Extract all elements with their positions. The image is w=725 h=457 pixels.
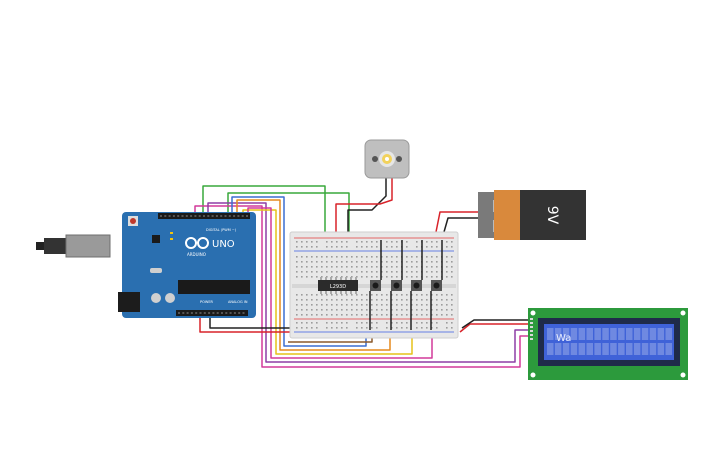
driver-chip-label: L293D <box>330 284 346 290</box>
capacitor <box>151 293 161 303</box>
wire-magenta[interactable] <box>194 205 530 368</box>
push-button[interactable] <box>391 280 402 291</box>
dc-motor[interactable] <box>364 139 410 179</box>
usb-cable <box>44 238 68 254</box>
arduino-uno-label: UNO <box>212 239 235 250</box>
arduino-uno-board[interactable]: UNO ARDUINO DIGITAL (PWM ~) POWER ANALOG… <box>36 212 256 318</box>
led-indicator <box>170 232 173 234</box>
battery-label: 9V <box>544 206 560 225</box>
power-pins-label: POWER <box>200 300 214 304</box>
led-indicator <box>170 238 173 240</box>
usb-port <box>65 234 111 258</box>
power-jack <box>118 292 140 312</box>
battery-terminals <box>478 192 496 238</box>
driver-chip[interactable]: L293D <box>318 277 358 294</box>
wire-black[interactable] <box>461 319 530 329</box>
wire-red[interactable] <box>199 314 300 333</box>
wire-red[interactable] <box>335 176 393 272</box>
breadboard-holes <box>296 241 453 329</box>
push-button[interactable] <box>370 280 381 291</box>
lcd-screen <box>544 324 674 360</box>
push-buttons <box>369 240 443 330</box>
arduino-logo <box>185 237 209 249</box>
wire-red[interactable] <box>459 323 530 333</box>
battery-9v[interactable]: 9V <box>478 190 586 240</box>
push-button[interactable] <box>411 280 422 291</box>
crystal <box>150 268 162 273</box>
push-button[interactable] <box>431 280 442 291</box>
analog-pins-label: ANALOG IN <box>228 300 248 304</box>
arduino-brand-label: ARDUINO <box>187 252 206 257</box>
capacitor <box>165 293 175 303</box>
usb-cable-plug <box>36 242 44 250</box>
wire-yellow[interactable] <box>242 209 413 355</box>
wire-purple[interactable] <box>207 202 530 363</box>
wire-orange[interactable] <box>236 199 391 351</box>
atmega-chip <box>178 280 250 294</box>
power-analog-header <box>176 310 248 316</box>
wire-black[interactable] <box>347 176 387 272</box>
lcd-display[interactable]: Wa <box>528 308 688 380</box>
wire-magenta[interactable] <box>247 207 433 359</box>
wire-green[interactable] <box>202 185 326 272</box>
wire-black[interactable] <box>209 314 300 329</box>
small-chip <box>152 235 160 243</box>
lcd-text: Wa <box>556 333 571 344</box>
digital-pins-label: DIGITAL (PWM ~) <box>206 228 237 232</box>
